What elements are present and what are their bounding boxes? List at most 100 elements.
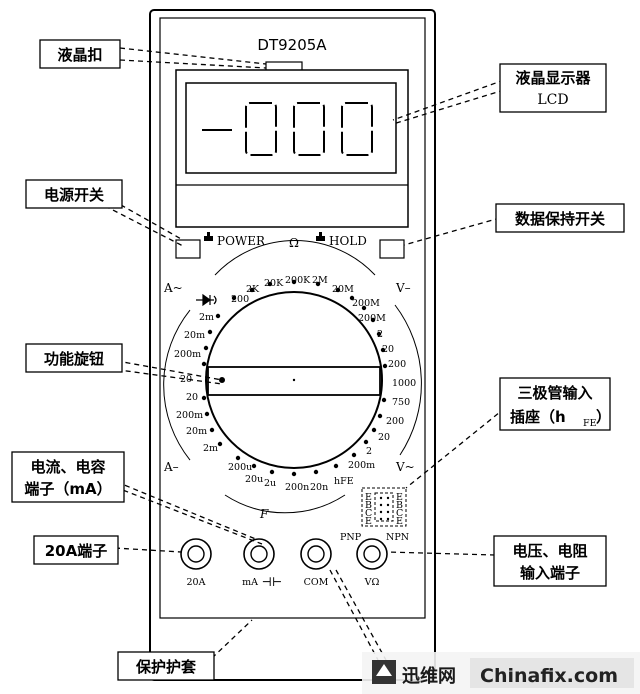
pnp-label: PNP <box>340 532 362 543</box>
svg-text:1000: 1000 <box>392 378 416 389</box>
svg-text:2u: 2u <box>264 478 276 489</box>
svg-text:迅维网: 迅维网 <box>402 665 456 687</box>
model-name: DT9205A <box>257 36 327 54</box>
svg-text:输入端子: 输入端子 <box>520 564 580 582</box>
meter-body-inner <box>159 17 426 619</box>
svg-text:20: 20 <box>180 374 192 385</box>
watermark: 迅维网 Chinafix.com <box>362 652 640 694</box>
jack-com[interactable] <box>300 538 332 570</box>
svg-text:Chinafix.com: Chinafix.com <box>480 665 618 687</box>
farad-label: F <box>259 507 269 521</box>
svg-text:B: B <box>396 500 403 511</box>
diode-icon <box>196 293 217 307</box>
svg-text:20: 20 <box>382 344 394 355</box>
top-range-arc <box>214 240 376 276</box>
svg-text:保护护套: 保护护套 <box>135 658 197 676</box>
jack-vohm-label: VΩ <box>364 577 380 588</box>
jack-ma[interactable] <box>243 538 275 570</box>
lcd-screen <box>185 82 397 174</box>
hold-button[interactable] <box>379 239 405 259</box>
svg-text:200n: 200n <box>285 482 309 493</box>
svg-text:200m: 200m <box>348 460 375 471</box>
svg-text:三极管输入: 三极管输入 <box>517 384 592 402</box>
power-label: POWER <box>217 234 266 248</box>
svg-text:20A端子: 20A端子 <box>45 542 107 560</box>
svg-text:电压、电阻: 电压、电阻 <box>512 542 587 560</box>
svg-text:200m: 200m <box>174 349 201 360</box>
jack-vohm[interactable] <box>356 538 388 570</box>
svg-text:）: ） <box>596 408 611 426</box>
svg-text:电流、电容: 电流、电容 <box>30 458 105 476</box>
svg-text:20m: 20m <box>184 330 205 341</box>
svg-text:LCD: LCD <box>537 92 568 108</box>
svg-text:端子（mA）: 端子（mA） <box>24 480 111 498</box>
callout-lcd-display: 液晶显示器 LCD <box>499 63 607 113</box>
svg-text:FE: FE <box>583 418 597 429</box>
svg-text:2K: 2K <box>246 284 260 295</box>
svg-text:20m: 20m <box>186 426 207 437</box>
svg-text:200M: 200M <box>352 298 380 309</box>
callout-transistor-socket: 三极管输入 插座（h FE ） <box>499 377 611 431</box>
svg-text:20: 20 <box>186 392 198 403</box>
svg-text:C: C <box>396 508 403 519</box>
svg-text:200: 200 <box>388 359 406 370</box>
svg-text:20u: 20u <box>245 474 263 485</box>
svg-text:2M: 2M <box>312 275 328 286</box>
svg-text:200M: 200M <box>358 313 386 324</box>
svg-text:插座（h: 插座（h <box>510 408 566 426</box>
hfe-socket[interactable] <box>361 487 407 527</box>
bottom-range-arc <box>224 494 346 514</box>
power-button[interactable] <box>175 239 201 259</box>
svg-text:200m: 200m <box>176 410 203 421</box>
svg-text:200u: 200u <box>228 462 252 473</box>
right-range-arc <box>394 304 422 456</box>
callout-hold-switch: 数据保持开关 <box>495 203 625 233</box>
svg-text:2: 2 <box>366 446 372 457</box>
omega-label: Ω <box>289 236 299 250</box>
svg-text:E: E <box>396 492 403 503</box>
leader-lines <box>89 47 506 661</box>
svg-text:200K: 200K <box>285 275 311 286</box>
svg-text:200: 200 <box>231 294 249 305</box>
svg-text:电源开关: 电源开关 <box>44 186 104 204</box>
svg-text:20K: 20K <box>264 278 284 289</box>
left-range-arc <box>163 309 191 461</box>
v-dc-label: V– <box>395 281 411 295</box>
lcd-digits <box>202 102 373 156</box>
svg-text:20: 20 <box>378 432 390 443</box>
callout-lcd-clip: 液晶扣 <box>39 39 121 69</box>
svg-text:功能旋钮: 功能旋钮 <box>44 350 104 368</box>
svg-text:E: E <box>396 516 403 527</box>
v-ac-label: V~ <box>395 460 415 474</box>
svg-text:200: 200 <box>386 416 404 427</box>
capacitor-icon: ⊣⊢ <box>262 575 283 589</box>
callout-protective-case: 保护护套 <box>117 651 215 681</box>
svg-text:数据保持开关: 数据保持开关 <box>515 210 605 228</box>
jack-ma-label: mA <box>242 577 258 588</box>
svg-text:液晶扣: 液晶扣 <box>57 46 102 64</box>
svg-text:E: E <box>365 516 372 527</box>
callout-20a-terminal: 20A端子 <box>33 535 119 565</box>
a-ac-label: A~ <box>163 281 183 295</box>
callout-power-switch: 电源开关 <box>25 179 123 209</box>
jack-20a[interactable] <box>180 538 212 570</box>
svg-text:hFE: hFE <box>334 476 354 487</box>
dial-dots <box>201 279 388 477</box>
callout-current-capacitance: 电流、电容 端子（mA） <box>11 451 125 503</box>
svg-text:2m: 2m <box>199 312 214 323</box>
svg-text:20n: 20n <box>310 482 328 493</box>
npn-label: NPN <box>386 532 409 543</box>
svg-text:液晶显示器: 液晶显示器 <box>515 69 591 87</box>
svg-text:750: 750 <box>392 397 410 408</box>
hold-label: HOLD <box>329 234 367 248</box>
callout-rotary-knob: 功能旋钮 <box>25 343 123 373</box>
svg-text:B: B <box>365 500 372 511</box>
svg-text:E: E <box>365 492 372 503</box>
svg-text:2: 2 <box>377 329 383 340</box>
svg-text:C: C <box>365 508 372 519</box>
jack-com-label: COM <box>304 577 329 588</box>
svg-text:20M: 20M <box>332 284 354 295</box>
a-dc-label: A– <box>163 460 179 474</box>
callout-voltage-resistance: 电压、电阻 输入端子 <box>493 535 607 587</box>
